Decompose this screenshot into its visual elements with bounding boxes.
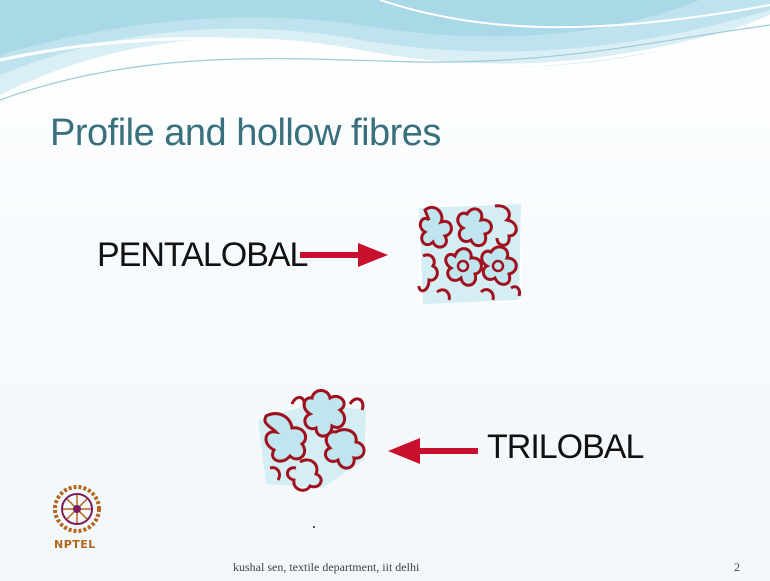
pentalobal-fibre-image bbox=[415, 200, 525, 310]
stray-dot bbox=[313, 526, 315, 528]
nptel-logo-icon bbox=[52, 483, 102, 539]
slide-title: Profile and hollow fibres bbox=[50, 112, 441, 155]
page-number: 2 bbox=[734, 560, 740, 575]
nptel-logo-text: NPTEL bbox=[54, 538, 96, 551]
trilobal-label: TRILOBAL bbox=[487, 428, 643, 467]
trilobal-fibre-image bbox=[252, 380, 372, 495]
left-arrow-icon bbox=[388, 438, 480, 464]
header-swoosh-decoration bbox=[0, 0, 770, 110]
right-arrow-icon bbox=[300, 243, 390, 267]
pentalobal-label: PENTALOBAL bbox=[97, 236, 307, 275]
footer-credit: kushal sen, textile department, iit delh… bbox=[233, 560, 419, 575]
